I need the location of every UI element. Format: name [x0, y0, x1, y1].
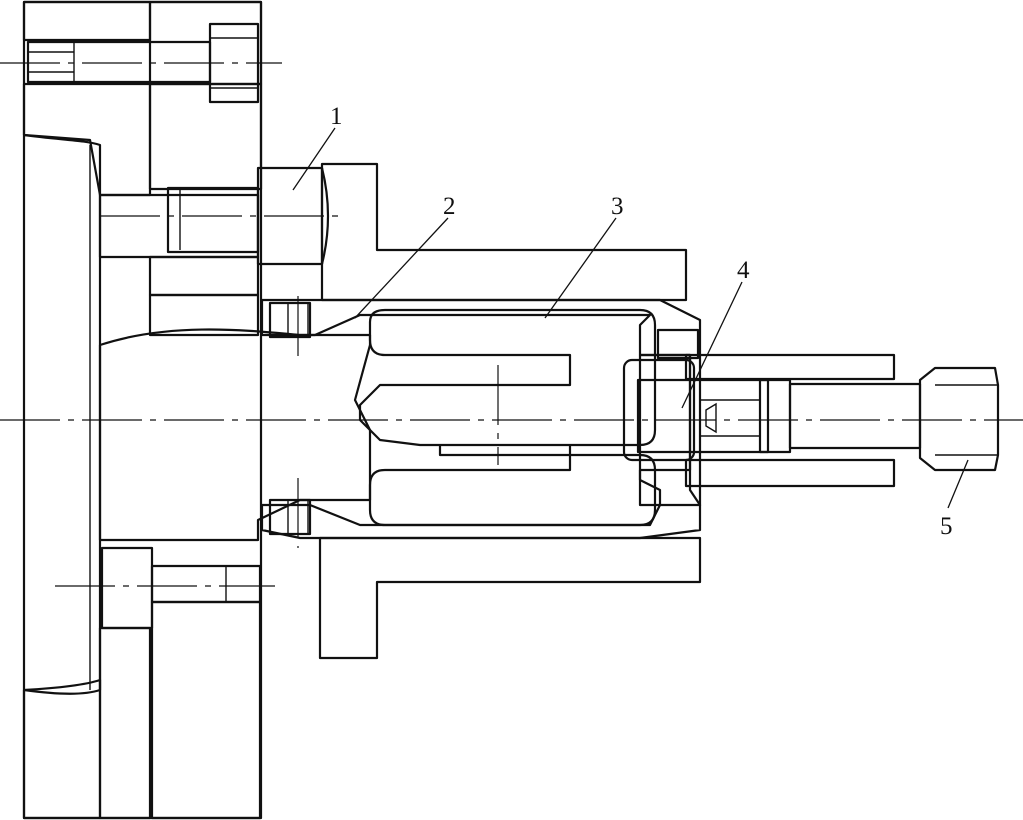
top-bolt [0, 22, 282, 104]
label-part-4: 4 [737, 257, 750, 284]
leader-2 [354, 217, 449, 319]
set-screw-lower [268, 478, 312, 548]
leader-3 [544, 217, 617, 319]
outer-housing [318, 162, 896, 660]
part-3-rubber-insert [358, 308, 657, 527]
part-5-adjust-bolt [758, 366, 1000, 472]
leader-lines [292, 127, 969, 509]
lower-bolt [22, 546, 275, 820]
label-part-1: 1 [330, 103, 343, 130]
part-1-dowel [98, 166, 345, 337]
housing-left [22, 0, 263, 820]
small-screw-right [656, 328, 700, 360]
label-part-5: 5 [940, 513, 953, 540]
set-screw-upper [268, 296, 312, 360]
label-part-3: 3 [611, 193, 624, 220]
leader-4 [681, 281, 743, 409]
leader-5 [947, 459, 969, 509]
plunger-body [98, 328, 372, 542]
part-4-push-rod [622, 358, 770, 462]
label-part-2: 2 [443, 193, 456, 220]
leader-1 [292, 127, 336, 191]
